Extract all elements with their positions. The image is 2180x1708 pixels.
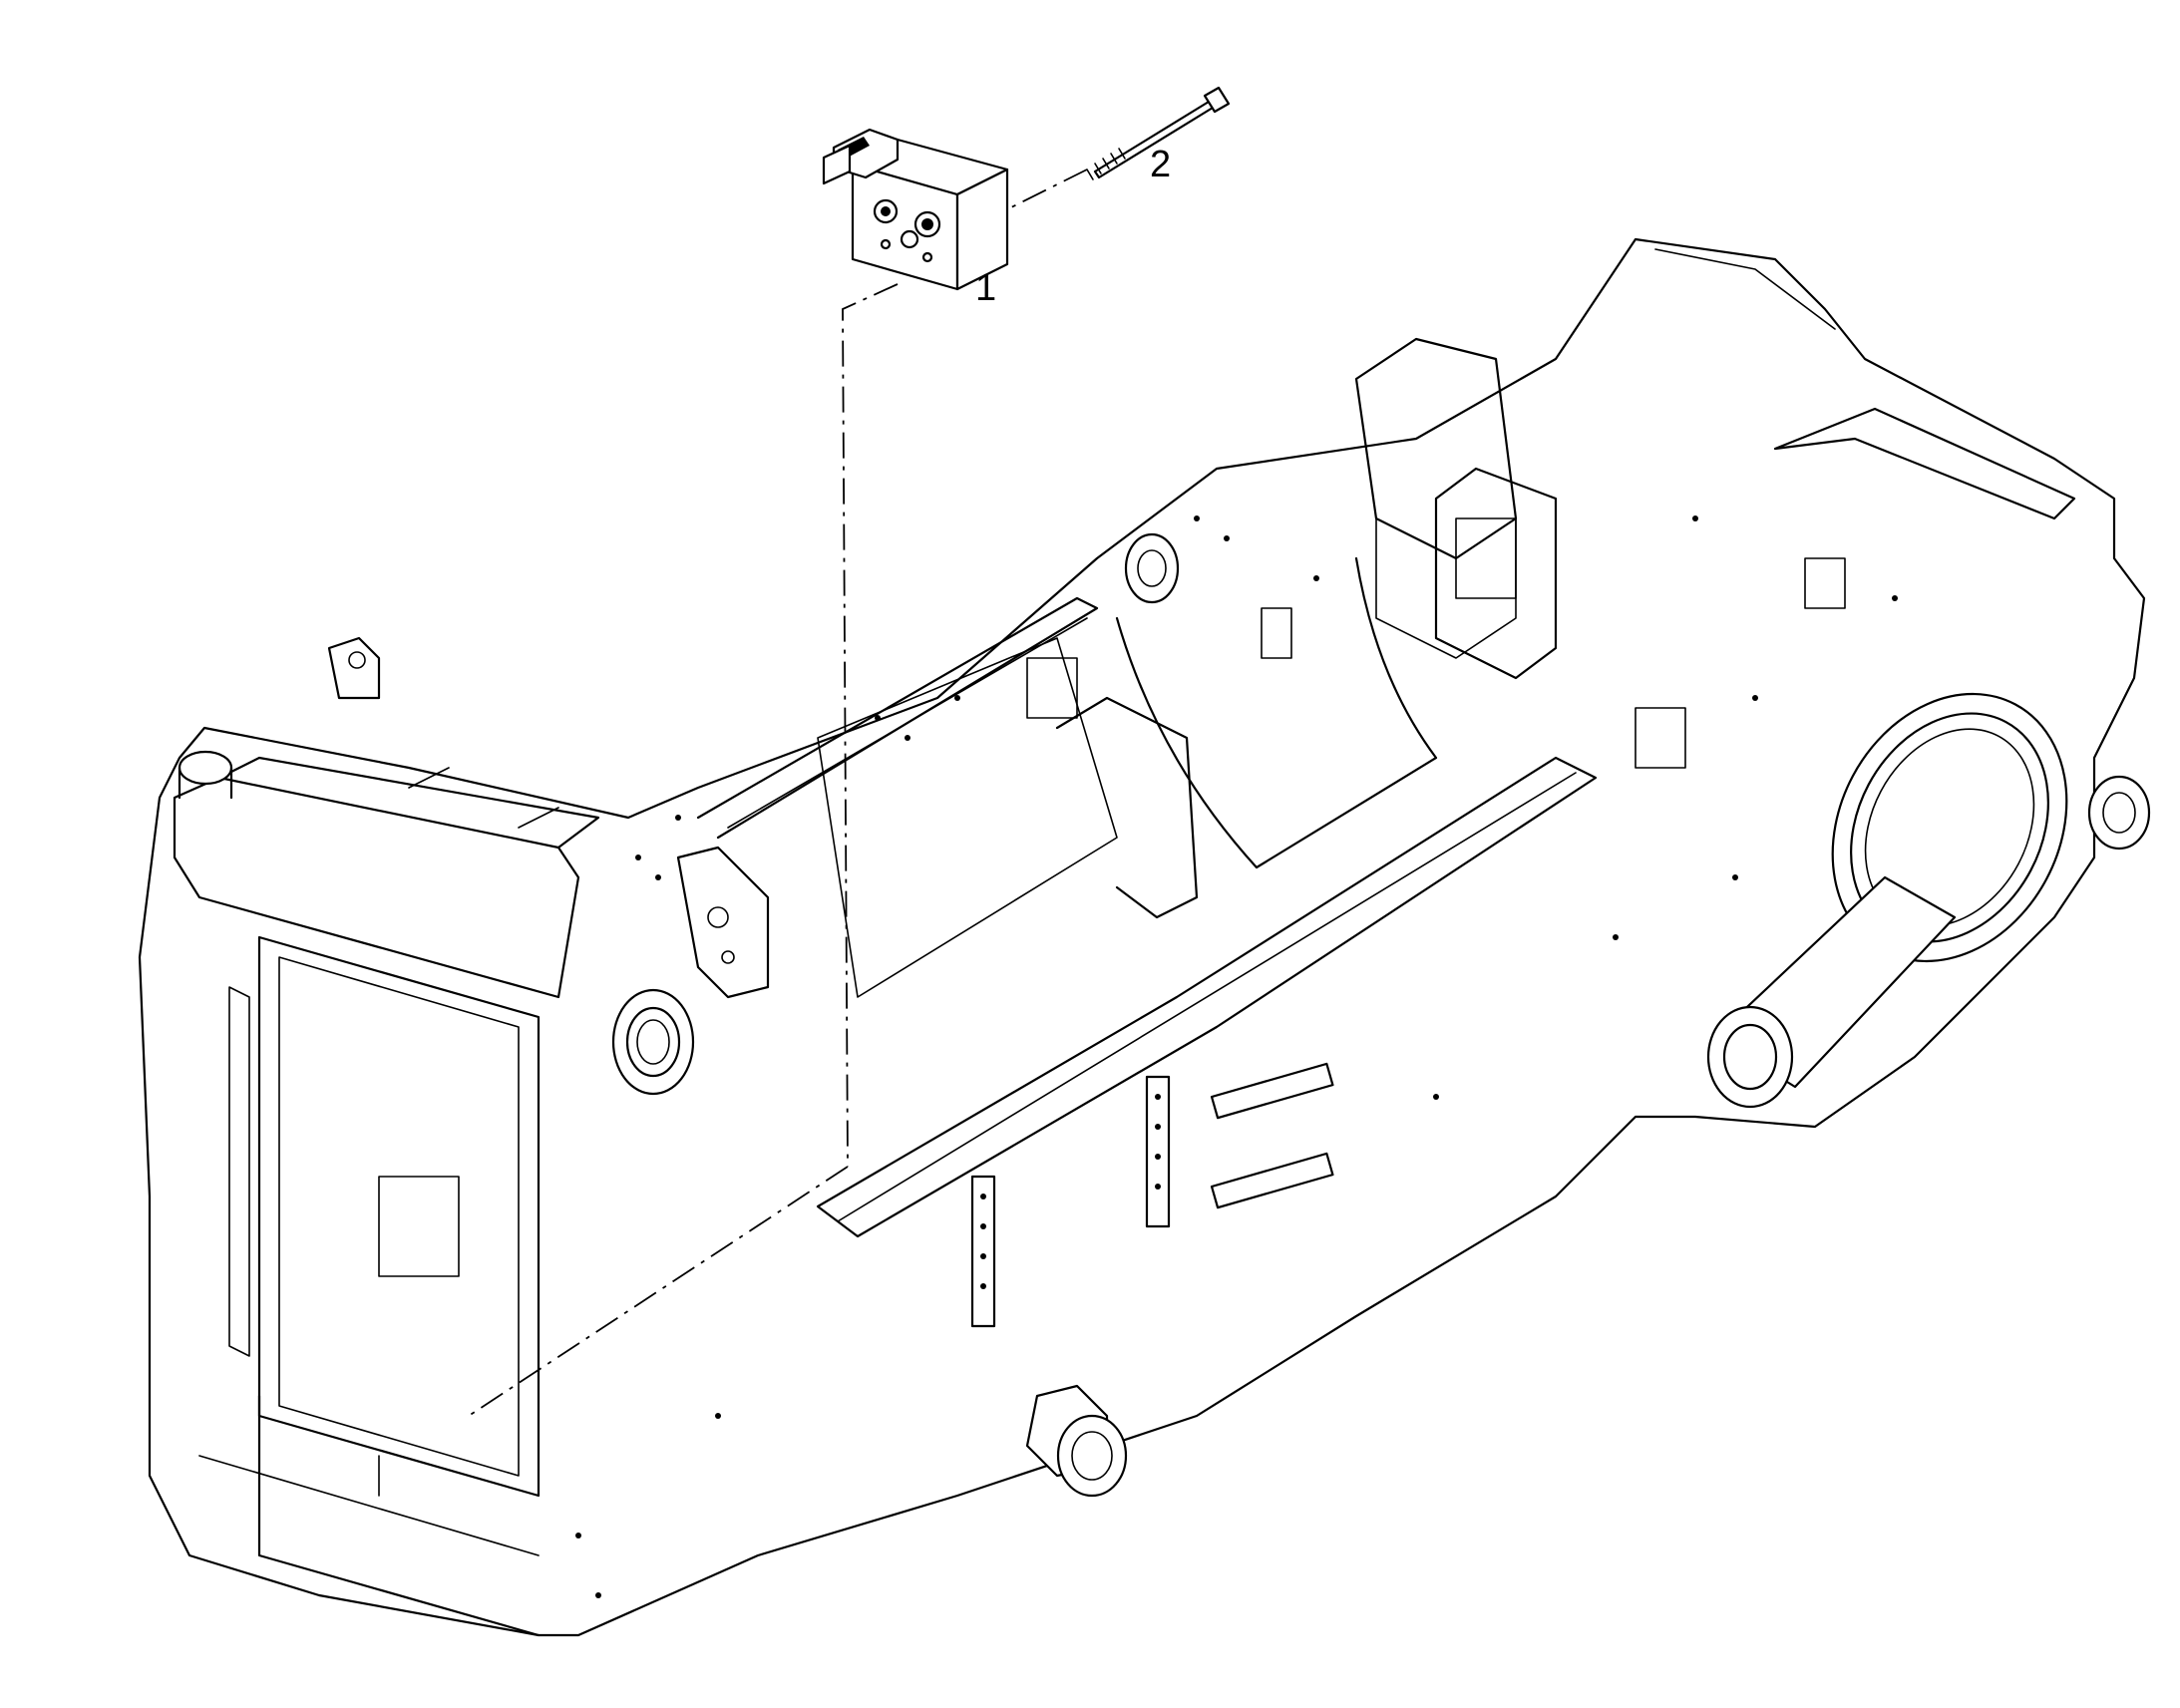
callout-label-2: 2 (1150, 144, 1172, 185)
chassis-frame (138, 237, 2151, 1637)
callout-label-1: 1 (975, 267, 997, 309)
assembly-center-lines (468, 169, 1088, 1417)
bolt-part-2 (1086, 86, 1231, 180)
valve-block-part-1 (822, 128, 1009, 291)
